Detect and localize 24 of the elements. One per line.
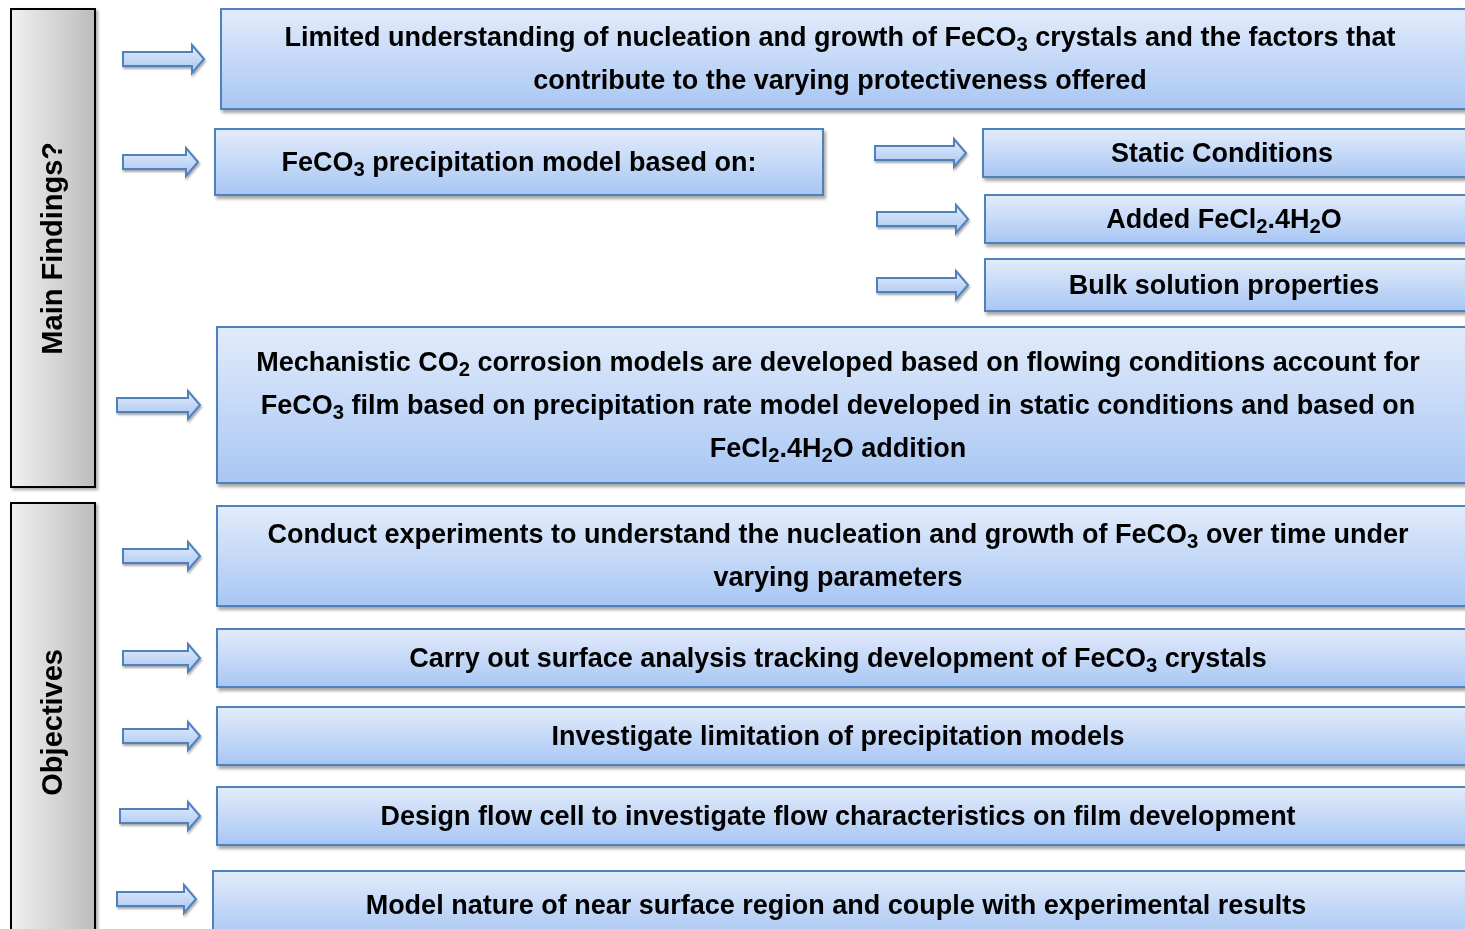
text-box: FeCO$_{3}$ precipitation model based on: xyxy=(214,128,824,196)
text-box: Mechanistic CO$_{2}$ corrosion models are developed based on flowing conditions account for FeCO$_{3}$ film based on precipitation rate model developed in static conditions and based on FeCl$_{2}$.4H$_{2}$O addition xyxy=(216,326,1465,484)
block-arrow xyxy=(116,388,202,422)
block-arrow xyxy=(122,539,202,573)
block-arrow xyxy=(122,641,202,675)
block-arrow xyxy=(122,145,200,179)
text-box: Design flow cell to investigate flow characteristics on film development xyxy=(216,786,1465,846)
block-arrow xyxy=(119,799,202,833)
text-box: Conduct experiments to understand the nucleation and growth of FeCO$_{3}$ over time under varying parameters xyxy=(216,505,1465,607)
text-box: Investigate limitation of precipitation models xyxy=(216,706,1465,766)
text-box: Added FeCl$_{2}$.4H$_{2}$O xyxy=(984,194,1465,244)
text-box: Model nature of near surface region and couple with experimental results xyxy=(212,870,1465,929)
block-arrow xyxy=(122,719,202,753)
text-box: Carry out surface analysis tracking development of FeCO$_{3}$ crystals xyxy=(216,628,1465,688)
section-label-box: Main Findings? xyxy=(10,8,96,488)
text-box: Bulk solution properties xyxy=(984,258,1465,312)
text-box: Static Conditions xyxy=(982,128,1465,178)
section-label-box: Objectives xyxy=(10,502,96,929)
block-arrow xyxy=(116,882,198,916)
block-arrow xyxy=(876,268,970,302)
block-arrow xyxy=(122,42,206,76)
block-arrow xyxy=(874,136,968,170)
text-box: Limited understanding of nucleation and growth of FeCO$_{3}$ crystals and the factors that contribute to the varying protectiveness offered xyxy=(220,8,1465,110)
block-arrow xyxy=(876,202,970,236)
